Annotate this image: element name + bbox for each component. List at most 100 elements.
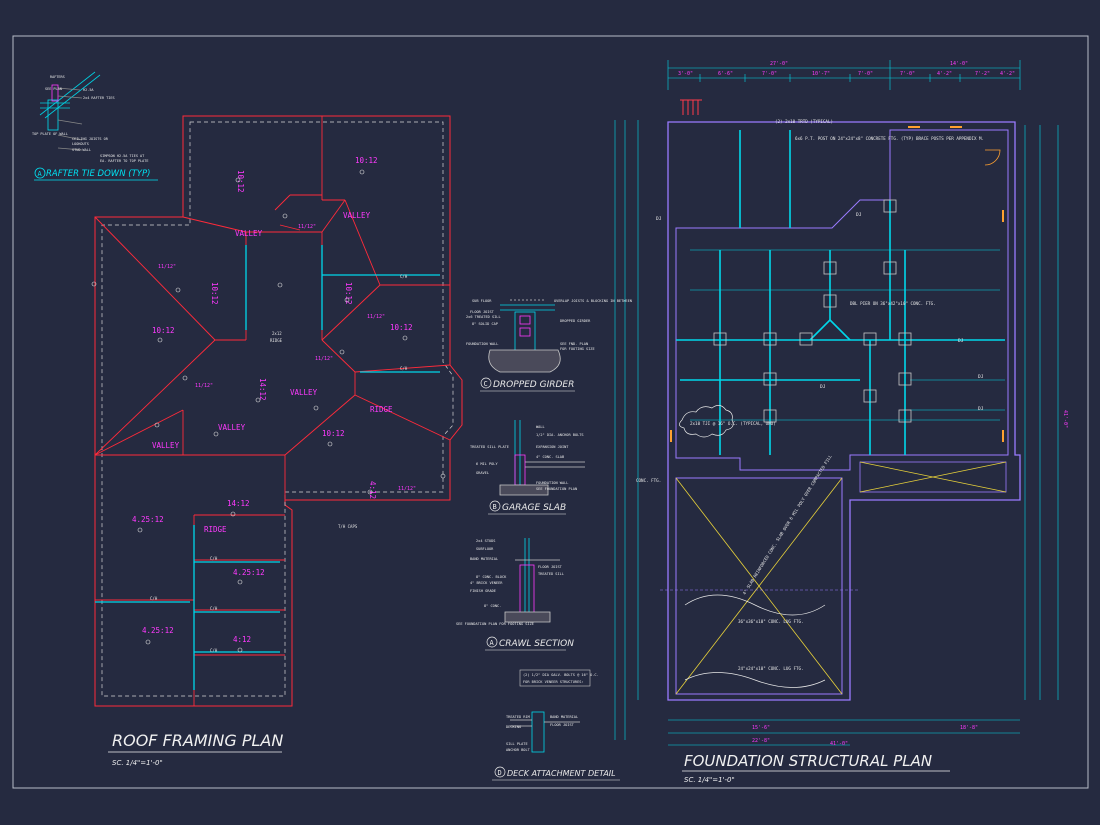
roof-pitch-1: 10:12 <box>355 156 378 165</box>
roof-pitch-7: 14:12 <box>258 378 267 401</box>
fnd-dim-top-0: 3'-0" <box>678 71 693 77</box>
cs-note-2: BAND MATERIAL <box>470 557 498 561</box>
fnd-dim-top-2: 7'-0" <box>762 71 777 77</box>
valley-label-3: VALLEY <box>218 423 246 432</box>
ch-label-0: C/H <box>210 556 218 561</box>
rafter-note-1: SEE PLAN <box>45 87 62 91</box>
roof-pitch-10: 4.25:12 <box>233 568 265 577</box>
fnd-note-pier: DBL PIER ON 36"x42"x10" CONC. FTG. <box>850 301 936 306</box>
fnd-dim-overall-side: 41'-0" <box>1062 410 1068 428</box>
rafter-tie-detail <box>39 71 101 151</box>
hip-label-5: 11/12" <box>398 486 416 492</box>
roof-wall-line <box>101 121 454 697</box>
dk-tag <box>494 766 506 778</box>
fnd-dim-bottom-0: 15'-6" <box>752 725 770 731</box>
rafter-note-6: LOOKOUTS <box>72 142 89 146</box>
dg-note-6: DROPPED GIRDER <box>560 319 591 323</box>
rafter-note-8: SIMPSON H2.5A TIES AT <box>100 154 145 158</box>
fnd-note-conc-ftg: CONC. FTG. <box>636 478 661 483</box>
dk-note-2: TREATED RIM <box>506 715 531 719</box>
fnd-dim-bottom-1: 22'-8" <box>752 738 770 744</box>
hip-label-4: 11/12" <box>298 224 316 230</box>
ridge-label-1: RIDGE <box>204 525 227 534</box>
fnd-dim-top-3: 10'-7" <box>812 71 830 77</box>
fnd-dim-overall-0: 27'-0" <box>770 61 788 67</box>
roof-outline <box>94 115 463 707</box>
th-caps-label: T/H CAPS <box>338 524 358 529</box>
ridge-note-0: 2x12 <box>272 331 282 336</box>
gs-note-2: TREATED SILL PLATE <box>470 445 509 449</box>
cs-note-1: SUBFLOOR <box>476 547 494 551</box>
dk-note-6: SILL PLATE <box>506 742 528 746</box>
rafter-note-0: RAFTERS <box>50 75 65 79</box>
cs-note-0: 2x4 STUDS <box>476 539 495 543</box>
cs-note-7: FINISH GRADE <box>470 589 496 593</box>
rafter-note-5: CEILING JOISTS OR <box>72 137 109 141</box>
dj-label-3: DJ <box>978 374 984 380</box>
valley-label-2: VALLEY <box>290 388 318 397</box>
roof-pitch-4: 10:12 <box>152 326 175 335</box>
roof-pitch-6: 10:12 <box>322 429 345 438</box>
ridge-label-0: RIDGE <box>370 405 393 414</box>
gs-note-1: 1/2" DIA. ANCHOR BOLTS <box>536 433 584 437</box>
fnd-dim-top-1: 6'-6" <box>718 71 733 77</box>
cs-note-4: TREATED SILL <box>538 572 564 576</box>
dk-note-7: ANCHOR BOLT <box>506 748 531 752</box>
gs-note-6: GRAVEL <box>476 471 489 475</box>
dg-note-8: FOR FOOTING SIZE <box>560 347 595 351</box>
rafter-tie-tag-letter: A <box>38 170 43 178</box>
gs-note-7: FOUNDATION WALL <box>536 481 568 485</box>
fnd-note-slab: 4" SLAB REINFORCED CONC. SLAB OVER 6 MIL… <box>742 454 833 596</box>
garage-slab-detail <box>499 420 585 496</box>
rafter-tie-tag <box>34 167 46 179</box>
roof-plan-scale: SC. 1/4"=1'-0" <box>112 759 163 767</box>
foundation-plan-title: FOUNDATION STRUCTURAL PLAN <box>684 752 932 770</box>
dk-note-3: DECKING <box>506 725 521 729</box>
porch-area <box>859 461 1007 493</box>
valley-label-1: VALLEY <box>235 229 263 238</box>
ch-label-1: C/H <box>150 596 158 601</box>
dg-note-3: 8" SOLID CAP <box>472 322 498 326</box>
fnd-dim-overall-1: 14'-0" <box>950 61 968 67</box>
roof-pitch-3: 10:12 <box>344 282 353 305</box>
cs-note-3: FLOOR JOIST <box>538 565 563 569</box>
dj-label-2: DJ <box>958 338 964 344</box>
fnd-dim-top-8: 4'-2" <box>1000 71 1015 77</box>
dg-note-0: SUB FLOOR <box>472 299 492 303</box>
foundation-wall-inner <box>675 129 1009 471</box>
fnd-dim-top-6: 4'-2" <box>937 71 952 77</box>
ch-label-5: C/H <box>400 366 408 371</box>
fnd-note-post-detail: 6x6 P.T. POST ON 24"x24"x8" CONCRETE FTG… <box>795 136 984 141</box>
dj-label-4: DJ <box>978 406 984 412</box>
roof-pitch-9: 4.25:12 <box>132 515 164 524</box>
fnd-dim-top-4: 7'-0" <box>858 71 873 77</box>
dg-note-5: OVERLAP JOISTS & BLOCKING IN BETWEEN <box>554 299 632 303</box>
valley-label-4: VALLEY <box>152 441 180 450</box>
dg-tag-letter: C <box>484 380 488 388</box>
cs-note-5: 8" CONC. BLOCK <box>476 575 507 579</box>
gs-tag-letter: B <box>493 503 497 511</box>
valley-label-0: VALLEY <box>343 211 371 220</box>
rafter-note-4: TOP PLATE OF WALL <box>32 132 68 136</box>
dk-tag-letter: D <box>498 769 502 777</box>
dj-label-5: DJ <box>820 384 826 390</box>
cs-tag-letter: A <box>490 639 495 647</box>
dropped-girder-detail <box>488 299 561 373</box>
fnd-note-posts: (2) 2x10 TRTD (TYPICAL) <box>775 119 833 124</box>
roof-pitch-5: 10:12 <box>390 323 413 332</box>
dk-note-4: BAND MATERIAL <box>550 715 578 719</box>
rafter-note-9: EA. RAFTER TO TOP PLATE <box>100 159 148 163</box>
deck-note-box <box>519 669 591 687</box>
dk-note-0: (2) 1/2" DIA GALV. BOLTS @ 16" O.C. <box>523 673 599 677</box>
roof-pitch-8: 14:12 <box>227 499 250 508</box>
dg-title: DROPPED GIRDER <box>493 380 574 390</box>
deck-detail <box>510 711 580 753</box>
fnd-dim-bottom-3: 41'-0" <box>830 741 848 747</box>
hip-label-3: 11/12" <box>195 383 213 389</box>
foundation-plan-scale: SC. 1/4"=1'-0" <box>684 776 735 784</box>
cs-note-6: 4" BRICK VENEER <box>470 581 503 585</box>
fnd-note-lug1: 36"x36"x10" CONC. LUG FTG. <box>738 619 804 624</box>
crawl-section-detail <box>504 538 560 623</box>
dk-title: DECK ATTACHMENT DETAIL <box>507 769 616 778</box>
